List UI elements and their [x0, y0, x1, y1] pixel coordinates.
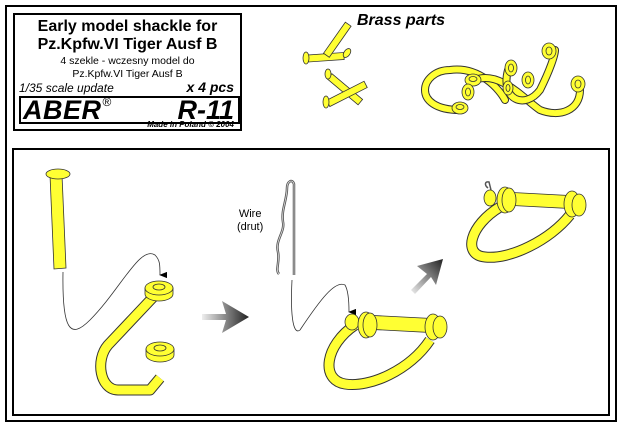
- wire-label-line-2: (drut): [237, 221, 264, 233]
- loose-shackle-bodies-icon: [421, 42, 586, 118]
- brand-logo: ABER®: [23, 95, 112, 126]
- quantity-label: x 4 pcs: [186, 79, 234, 95]
- subtitle-line-1: 4 szekle - wczesny model do: [60, 55, 195, 67]
- eyelet-icon: [521, 71, 535, 89]
- eyelet-top-icon: [144, 280, 174, 302]
- brass-parts-title: Brass parts: [357, 12, 446, 29]
- step2-shackle-icon: [323, 311, 448, 391]
- instructions-panel: [12, 148, 610, 416]
- eyelet-icon: [464, 73, 482, 87]
- eyelet-icon: [504, 59, 518, 77]
- pin-icon: [322, 21, 352, 58]
- subtitle-line-2: Pz.Kpfw.VI Tiger Ausf B: [72, 68, 183, 80]
- step1-pin-icon: [45, 168, 71, 270]
- wire-label: Wire (drut): [237, 208, 263, 234]
- eyelet-icon: [570, 75, 586, 93]
- eyelet-icon: [541, 42, 557, 60]
- brand-box: ABER® R-11: [19, 95, 240, 126]
- step1-shackle-body-icon: [95, 280, 175, 396]
- wire-cotter-pin-icon: [276, 179, 296, 275]
- title-block: Early model shackle for Pz.Kpfw.VI Tiger…: [13, 13, 242, 131]
- registered-mark: ®: [102, 95, 112, 109]
- cotter-pin-icon: [484, 181, 492, 191]
- eyelet-bottom-icon: [145, 341, 175, 363]
- product-code: R-11: [177, 95, 234, 125]
- title-line-2: Pz.Kpfw.VI Tiger Ausf B: [37, 36, 218, 53]
- eyelet-icon: [461, 83, 475, 101]
- pin-icon: [322, 80, 368, 109]
- wire-label-line-1: Wire: [238, 208, 262, 220]
- made-in-label: Made in Poland © 2004: [147, 120, 234, 129]
- outer-frame: [5, 5, 617, 422]
- brand-name: ABER: [23, 95, 102, 125]
- step2-leader-line: [291, 279, 357, 332]
- arrow-right-icon: [202, 301, 249, 333]
- eyelet-icon: [451, 101, 469, 115]
- pin-icon: [324, 68, 364, 106]
- step1-leader-line: [62, 253, 168, 330]
- scale-label: 1/35 scale update: [19, 81, 114, 95]
- finished-shackle-icon: [466, 181, 587, 263]
- loose-pins-icon: [302, 21, 368, 109]
- title-line-1: Early model shackle for: [37, 18, 218, 35]
- eyelet-icon: [502, 80, 514, 96]
- arrow-up-right-icon: [411, 259, 443, 294]
